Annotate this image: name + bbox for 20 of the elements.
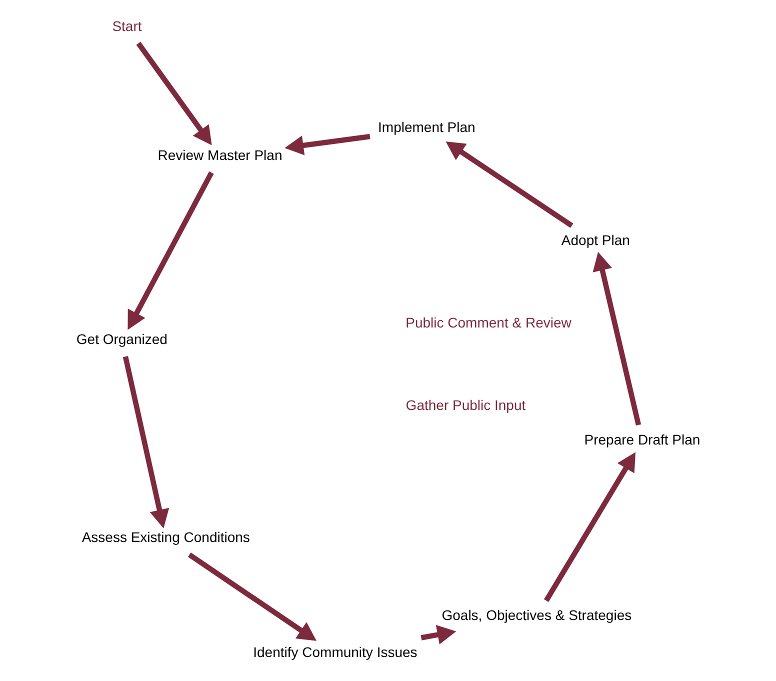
node-text: Assess Existing Conditions [82, 529, 250, 546]
node-text: Start [112, 18, 142, 34]
arrow [188, 552, 317, 641]
arrow [544, 452, 636, 602]
node-text: Adopt Plan [561, 232, 630, 248]
node-text: Implement Plan [378, 119, 476, 136]
node-text: Goals, Objectives & Strategies [442, 606, 632, 623]
label: Public Comment & Review [406, 314, 572, 330]
node-text: Get Organized [76, 331, 168, 348]
node-text: Prepare Draft Plan [584, 431, 700, 448]
label: Gather Public Input [406, 396, 526, 413]
arrow [446, 142, 574, 228]
arrow [284, 134, 370, 156]
node-text: Identify Community Issues [253, 644, 418, 660]
arrow [128, 171, 214, 330]
arrow [136, 42, 212, 146]
arrow [592, 252, 642, 426]
arrow [420, 625, 456, 644]
node-text: Review Master Plan [158, 146, 282, 163]
arrow [122, 356, 170, 528]
